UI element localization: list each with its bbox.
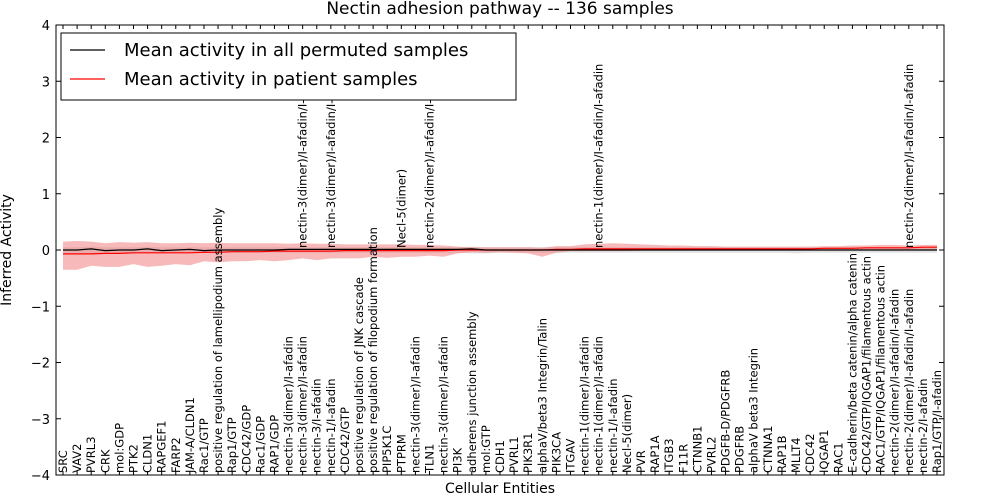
patient-band — [63, 241, 937, 270]
x-category-label: CDC42 — [803, 433, 817, 473]
upper-category-label: nectin-2(dimer)/I-afadin/I-afadin — [902, 64, 916, 248]
x-category-label: MLLT4 — [789, 438, 803, 474]
x-category-label: PDGFB-D/PDGFRB — [719, 370, 733, 473]
x-category-label: nectin-3(dimer)/I-afadin — [282, 336, 296, 473]
upper-category-labels: nectin-3(dimer)/I-afadin/I-afadin nectin-… — [296, 64, 916, 248]
x-category-label: CRK — [98, 449, 112, 473]
y-tick-label: −3 — [31, 413, 50, 428]
legend-label-patient: Mean activity in patient samples — [124, 69, 418, 90]
x-category-label: nectin-1(dimer)/I-afadin — [592, 336, 606, 473]
upper-category-label: nectin-2(dimer)/I-afadin/I-afadin — [423, 64, 437, 248]
x-category-label: PI3K — [451, 447, 465, 473]
y-tick-label: 2 — [42, 132, 50, 147]
x-category-label: positive regulation of filopodium format… — [366, 227, 380, 473]
chart-title: Nectin adhesion pathway -- 136 samples — [326, 0, 673, 19]
y-tick-label: −2 — [31, 357, 50, 372]
permuted-mean-line — [63, 248, 937, 252]
legend-label-permuted: Mean activity in all permuted samples — [124, 40, 468, 61]
upper-category-label: nectin-3(dimer)/I-afadin/I-afadin — [296, 64, 310, 248]
x-category-label: F11R — [676, 444, 690, 473]
x-category-label: FARP2 — [169, 437, 183, 473]
x-category-label: PVR — [634, 450, 648, 473]
y-tick-label: −1 — [31, 300, 50, 315]
x-category-label: alphaV beta3 Integrin — [747, 348, 761, 473]
y-tick-label: 4 — [42, 19, 50, 34]
x-category-label: TLN1 — [423, 444, 437, 474]
x-category-label: RAC1/GTP/IQGAP1/filamentous actin — [874, 265, 888, 473]
y-tick-label: 1 — [42, 188, 50, 203]
x-category-label: PTPRM — [394, 434, 408, 473]
x-category-label: mol:GTP — [479, 425, 493, 473]
y-axis-ticks: 4 3 2 1 0 −1 −2 −3 −4 — [31, 19, 944, 484]
x-category-label: VAV2 — [70, 444, 84, 473]
x-category-label: nectin-3/I-afadin — [310, 379, 324, 474]
y-tick-label: −4 — [31, 469, 50, 484]
x-category-label: nectin-1/I-afadin — [324, 379, 338, 474]
x-category-label: positive regulation of lamellipodium ass… — [211, 208, 225, 473]
upper-category-label: nectin-3(dimer)/I-afadin/I-afadin — [324, 64, 338, 248]
x-category-label: RAP1B — [775, 435, 789, 473]
x-category-label: PVRL1 — [507, 436, 521, 473]
y-tick-label: 3 — [42, 75, 50, 90]
x-category-label: nectin-2/I-afadin — [916, 379, 930, 474]
legend: Mean activity in all permuted samples Me… — [60, 32, 517, 101]
upper-category-label: Necl-5(dimer) — [394, 169, 408, 248]
x-category-label: CDC42/GTP/IQGAP1/filamentous actin — [860, 256, 874, 473]
x-category-label: nectin-2(dimer)/I-afadin/I-afadin — [902, 289, 916, 473]
x-category-label: alphaV/beta3 Integrin/Talin — [535, 318, 549, 473]
upper-category-label: nectin-1(dimer)/I-afadin/I-afadin — [592, 64, 606, 248]
x-category-label: Necl-5(dimer) — [620, 394, 634, 473]
x-category-label: RAPGEF1 — [155, 421, 169, 473]
x-category-label: CTNNA1 — [761, 426, 775, 473]
x-category-label: positive regulation of JNK cascade — [352, 277, 366, 473]
x-category-label: Rac1/GDP — [253, 416, 267, 473]
x-category-label: CDC42/GDP — [239, 405, 253, 473]
x-category-label: Rap1/GTP — [225, 417, 239, 473]
x-category-label: nectin-2(dimer)/I-afadin/I-afadin — [888, 289, 902, 473]
x-category-label: nectin-1/I-afadin — [606, 379, 620, 474]
x-category-label: E-cadherin/beta catenin/alpha catenin — [845, 253, 859, 473]
x-axis-title: Cellular Entities — [445, 481, 555, 497]
x-category-label: ITGAV — [564, 439, 578, 473]
x-category-label: PIK3CA — [549, 432, 563, 473]
x-category-label: PIP5K1C — [380, 426, 394, 473]
legend-box — [60, 32, 517, 101]
x-category-label: nectin-3(dimer)/I-afadin — [296, 336, 310, 473]
x-category-label: PVRL3 — [84, 436, 98, 473]
x-category-label: PDGFRB — [733, 426, 747, 473]
x-category-label: Rap1/GTP/I-afadin — [930, 370, 944, 473]
x-axis-ticks — [62, 25, 938, 475]
x-category-label: CDH1 — [493, 440, 507, 473]
x-category-label: RAP1A — [648, 435, 662, 473]
x-category-label: IQGAP1 — [817, 430, 831, 473]
x-category-label: RAP1/GDP — [268, 415, 282, 473]
y-axis-title: Inferred Activity — [0, 194, 15, 306]
x-category-label: nectin-3(dimer)/I-afadin — [408, 336, 422, 473]
x-category-label: PTK2 — [127, 444, 141, 473]
x-category-label: JAM-A/CLDN1 — [183, 397, 197, 474]
y-tick-label: 0 — [42, 244, 50, 259]
x-category-label: PVRL2 — [705, 436, 719, 473]
x-category-label: mol:GDP — [112, 423, 126, 473]
series-lines — [63, 246, 937, 255]
x-category-label: PIK3R1 — [521, 433, 535, 474]
x-category-label: nectin-1(dimer)/I-afadin — [578, 336, 592, 473]
x-category-label: CLDN1 — [141, 434, 155, 473]
x-category-label: ITGB3 — [662, 438, 676, 473]
x-category-label: CTNNB1 — [690, 426, 704, 473]
x-category-label: nectin-3(dimer)/I-afadin — [437, 336, 451, 473]
x-category-label: Rac1/GTP — [197, 418, 211, 473]
x-category-label: SRC — [56, 450, 70, 473]
x-category-label: RAC1 — [831, 442, 845, 473]
x-category-label: adherens junction assembly — [465, 311, 479, 473]
x-category-label: CDC42/GTP — [338, 407, 352, 473]
